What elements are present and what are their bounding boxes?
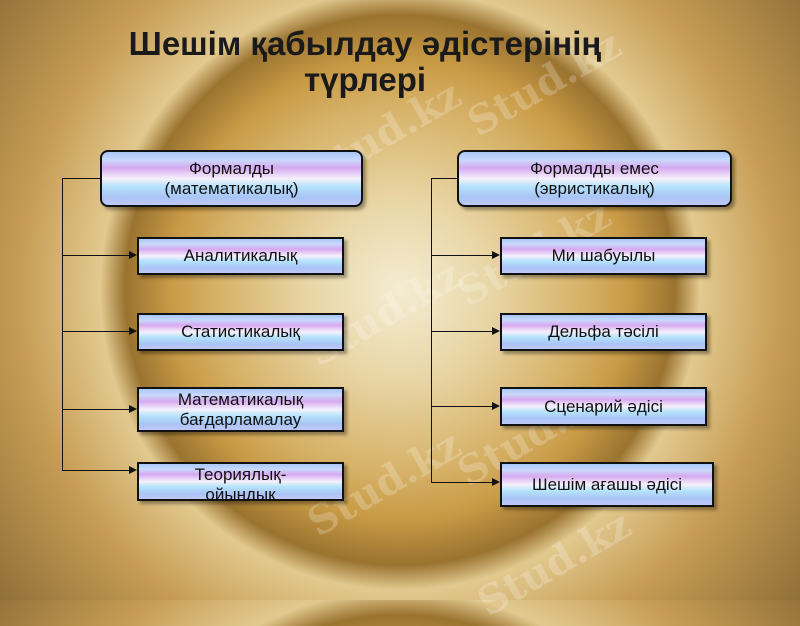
- method-label: Аналитикалық: [183, 246, 298, 265]
- method-label: Теориялық-ойындық: [194, 464, 287, 501]
- method-label: Дельфа тәсілі: [548, 322, 659, 341]
- formal-methods-header: Формалды (математикалық): [100, 150, 363, 207]
- informal-methods-header: Формалды емес (эвристикалық): [457, 150, 732, 207]
- left-connector-vertical: [62, 178, 63, 471]
- right-connector: [431, 255, 493, 256]
- method-label: Математикалық бағдарламалау: [177, 389, 304, 429]
- method-box-decision-tree: Шешім ағашы әдісі: [500, 462, 714, 507]
- method-label: Ми шабуылы: [551, 246, 656, 265]
- slide-title-line2: түрлері: [303, 61, 427, 98]
- method-box-delphi: Дельфа тәсілі: [500, 313, 707, 351]
- arrow-icon: [492, 478, 500, 486]
- arrow-icon: [129, 251, 137, 259]
- left-connector: [62, 409, 130, 410]
- left-connector: [62, 255, 130, 256]
- arrow-icon: [492, 327, 500, 335]
- right-connector: [431, 331, 493, 332]
- method-label: Сценарий әдісі: [544, 396, 663, 416]
- arrow-icon: [129, 327, 137, 335]
- arrow-icon: [492, 402, 500, 410]
- method-label: Шешім ағашы әдісі: [532, 474, 682, 494]
- header-line2: (эвристикалық): [534, 178, 655, 198]
- right-connector: [431, 406, 493, 407]
- right-connector-top: [431, 178, 457, 179]
- method-label: Статистикалық: [181, 322, 300, 341]
- header-line1: Формалды емес: [530, 158, 659, 178]
- method-box-analytical: Аналитикалық: [137, 237, 344, 275]
- header-line2: (математикалық): [164, 178, 299, 198]
- right-connector-vertical: [431, 178, 432, 483]
- arrow-icon: [129, 466, 137, 474]
- slide-title-line1: Шешім қабылдау әдістерінің: [128, 25, 602, 62]
- arrow-icon: [492, 251, 500, 259]
- right-connector: [431, 482, 493, 483]
- header-line1: Формалды: [188, 158, 275, 178]
- arrow-icon: [129, 405, 137, 413]
- watermark: Stud.kz: [469, 500, 640, 626]
- left-connector: [62, 331, 130, 332]
- method-box-game-theory: Теориялық-ойындық: [137, 462, 344, 501]
- left-connector-top: [62, 178, 100, 179]
- left-connector: [62, 470, 130, 471]
- method-box-scenario: Сценарий әдісі: [500, 387, 707, 426]
- method-box-statistical: Статистикалық: [137, 313, 344, 351]
- method-box-math-programming: Математикалық бағдарламалау: [137, 387, 344, 432]
- method-box-brainstorming: Ми шабуылы: [500, 237, 707, 275]
